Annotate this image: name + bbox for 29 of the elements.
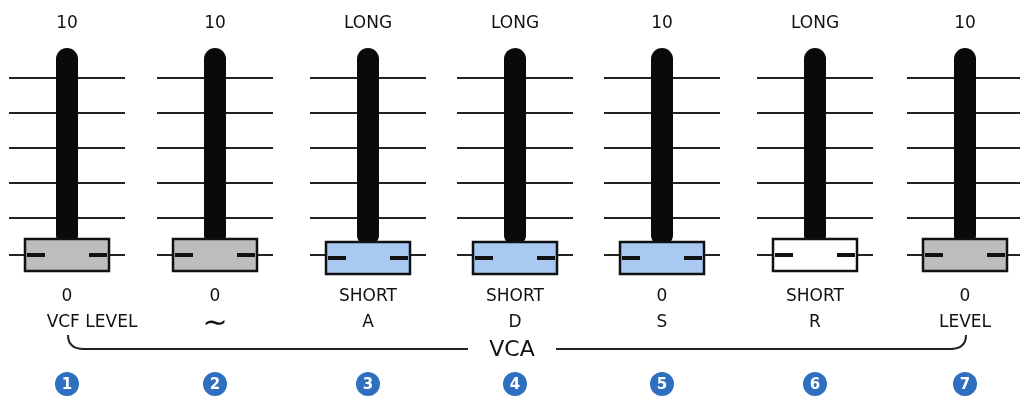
fader-label: D [508, 311, 522, 331]
scale-max-label: 10 [954, 12, 976, 32]
callout-number: 3 [356, 372, 380, 396]
fader-label: S [656, 311, 668, 331]
fader-label: A [362, 311, 374, 331]
scale-min-label: SHORT [786, 285, 844, 305]
fader-label: R [809, 311, 821, 331]
fader-label: VCF LEVEL [46, 311, 138, 331]
scale-min-label: 0 [209, 285, 221, 305]
scale-min-label: SHORT [486, 285, 544, 305]
scale-max-label: 10 [204, 12, 226, 32]
callout-number: 5 [650, 372, 674, 396]
fader-label: LEVEL [938, 311, 992, 331]
scale-min-label: 0 [959, 285, 971, 305]
scale-min-label: 0 [61, 285, 73, 305]
scale-max-label: LONG [490, 12, 540, 32]
callout-number: 7 [953, 372, 977, 396]
scale-max-label: LONG [790, 12, 840, 32]
scale-max-label: 10 [56, 12, 78, 32]
callout-number: 1 [55, 372, 79, 396]
scale-max-label: 10 [651, 12, 673, 32]
callout-number: 6 [803, 372, 827, 396]
callout-number: 4 [503, 372, 527, 396]
scale-max-label: LONG [343, 12, 393, 32]
waveform-symbol: ∼ [202, 311, 228, 333]
scale-min-label: 0 [656, 285, 668, 305]
group-label: VCA [489, 337, 535, 361]
callout-number: 2 [203, 372, 227, 396]
scale-min-label: SHORT [339, 285, 397, 305]
